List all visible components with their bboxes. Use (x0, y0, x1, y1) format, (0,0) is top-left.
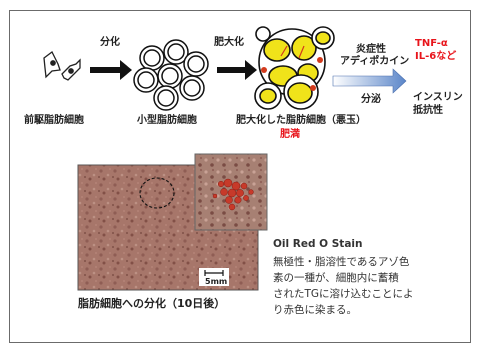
arrow-hypertrophy (217, 60, 257, 80)
stain-line-2: 素の一種が、細胞内に蓄積 (273, 272, 399, 284)
label-obesity: 肥満 (280, 129, 300, 140)
label-preadipocyte: 前駆脂肪細胞 (24, 115, 84, 126)
output-resistance: 抵抗性 (413, 105, 443, 116)
label-adipokine: アディポカイン (340, 56, 410, 67)
step-label-differentiation: 分化 (100, 37, 120, 48)
hypertrophic-adipocyte-icon (254, 26, 335, 110)
stain-line-3: されたTGに溶け込むことによ (273, 288, 414, 300)
lipid-droplets (212, 178, 254, 211)
small-adipocyte-icon (133, 39, 209, 111)
label-secretion: 分泌 (361, 94, 381, 105)
label-hypertrophic-adipocyte: 肥大化した脂肪細胞（悪玉） (236, 115, 366, 126)
adipokine-arrow (332, 68, 407, 94)
preadipocyte-icon (43, 51, 81, 81)
micrograph-caption: 脂肪細胞への分化（10日後） (78, 297, 226, 310)
stain-title: Oil Red O Stain (273, 238, 363, 250)
label-small-adipocyte: 小型脂肪細胞 (137, 115, 197, 126)
output-il6: IL-6など (415, 51, 457, 62)
arrow-differentiation (90, 60, 132, 80)
stain-line-4: り赤色に染まる。 (273, 304, 357, 316)
scale-bar-label: 5mm (205, 277, 228, 286)
output-tnf: TNF-α (415, 38, 448, 49)
label-inflammatory: 炎症性 (356, 44, 386, 55)
stain-line-1: 無極性・脂溶性であるアゾ色 (273, 256, 410, 268)
step-label-hypertrophy: 肥大化 (214, 37, 244, 48)
zoom-region (139, 177, 175, 209)
output-insulin: インスリン (413, 92, 463, 103)
micrograph (77, 153, 268, 291)
